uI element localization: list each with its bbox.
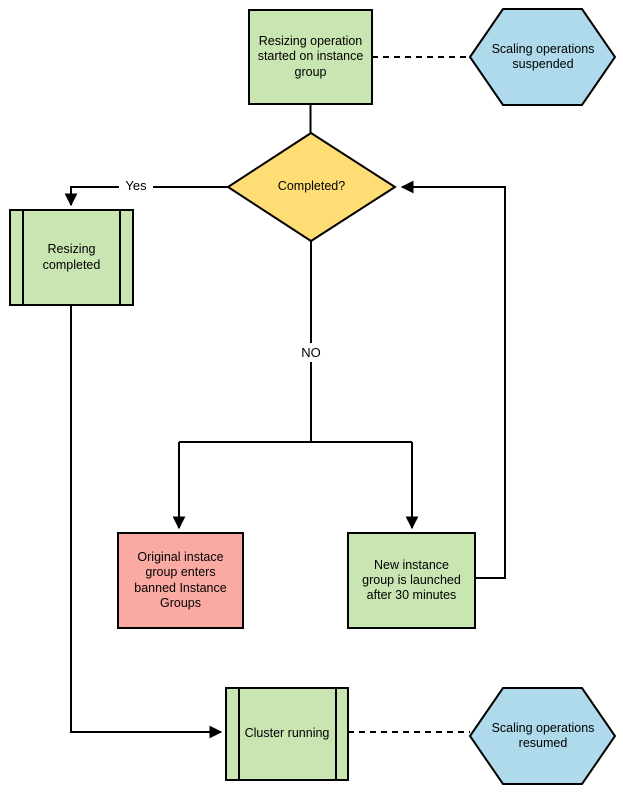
edge-resizing-completed-to-cluster-running [70,305,223,739]
node-resizing-completed-shape [9,209,134,306]
node-cluster-running-shape [225,687,349,781]
node-suspended-hexagon [468,8,617,106]
node-completed-diamond [226,131,397,243]
node-new-group-rect [347,532,476,629]
node-resumed-hexagon [468,687,617,785]
node-cluster-running-rect [225,687,349,781]
edge-yes-to-resizing-completed [64,186,228,207]
node-start-rect [248,9,373,105]
node-banned-group-rect [117,532,244,629]
node-resizing-completed-rect [9,209,134,306]
edge-new-group-to-completed-loop [400,180,506,579]
